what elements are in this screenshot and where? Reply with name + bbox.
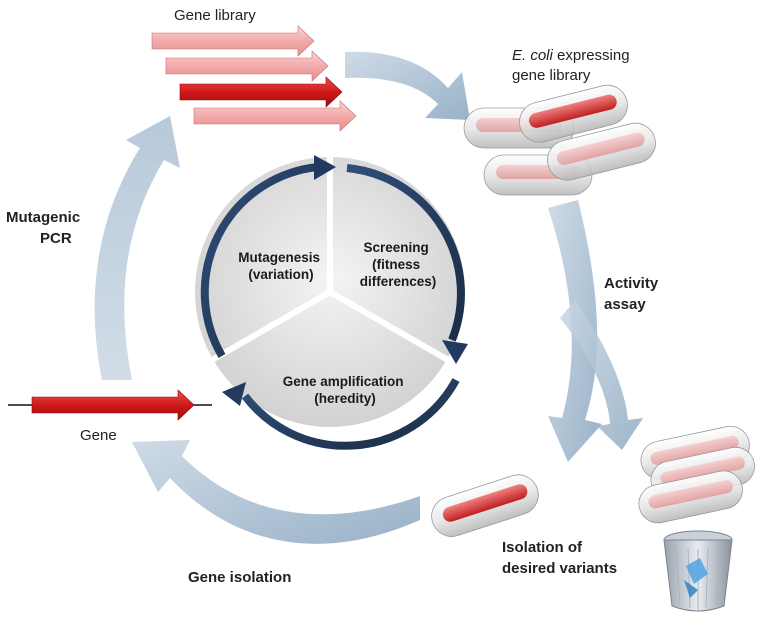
bacterium-icon xyxy=(547,122,656,181)
library-gene-arrow xyxy=(165,50,329,82)
gene-isolation-label: Gene isolation xyxy=(188,569,291,586)
outer-cycle xyxy=(94,51,643,544)
center-wheel: Mutagenesis (variation) Screening (fitne… xyxy=(195,155,468,450)
sector-divider xyxy=(210,289,332,363)
mutagenic-pcr-label: Mutagenic PCR xyxy=(6,209,84,247)
ring-arrow-screening xyxy=(346,164,465,342)
arrow-gene-isolation xyxy=(132,440,420,544)
bacterium-icon xyxy=(519,84,628,143)
library-gene-arrow xyxy=(151,25,315,57)
sector-divider xyxy=(328,289,450,363)
discarded-variants xyxy=(638,425,755,524)
ring-arrowhead xyxy=(314,155,336,180)
arrow-mutagenic-pcr xyxy=(94,116,180,380)
bacterium-icon xyxy=(431,474,539,537)
ring-arrowhead xyxy=(442,340,468,364)
gene-label: Gene xyxy=(80,427,117,444)
gene-library-arrows xyxy=(151,25,357,132)
recycle-bin-icon xyxy=(663,530,733,612)
arrow-activity-branch xyxy=(560,300,643,450)
ring-arrowhead xyxy=(222,382,246,406)
screening-label: Screening (fitness differences) xyxy=(360,240,437,289)
isolation-label: Isolation of desired variants xyxy=(502,539,617,577)
gene-arrow-group xyxy=(8,389,212,421)
gene-library-label: Gene library xyxy=(174,7,256,24)
arrow-library-to-ecoli xyxy=(345,51,470,120)
ecoli-label: E. coli expressing gene library xyxy=(512,47,634,84)
ecoli-cluster xyxy=(463,84,656,196)
library-gene-arrow-selected xyxy=(179,76,343,108)
library-gene-arrow xyxy=(193,100,357,132)
activity-assay-label: Activity assay xyxy=(604,275,662,313)
ring-arrow-amplification xyxy=(241,378,460,450)
amplification-label: Gene amplification (heredity) xyxy=(283,374,408,406)
ring-arrow-mutagenesis xyxy=(200,163,319,359)
bacterium-icon xyxy=(638,470,743,524)
gene-arrow xyxy=(31,389,195,421)
mutagenesis-label: Mutagenesis (variation) xyxy=(238,250,324,282)
